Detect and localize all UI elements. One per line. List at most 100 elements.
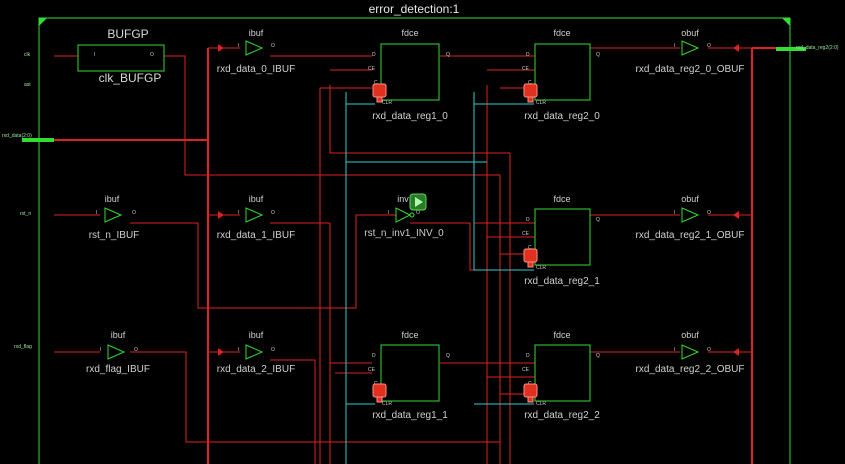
fdce-reg1-0[interactable]: fdce D CE C Q CLR rxd_data_reg1_0 — [368, 28, 450, 122]
svg-text:clk_BUFGP: clk_BUFGP — [99, 71, 162, 85]
fdce-reg1-1[interactable]: fdce D CE C Q CLR rxd_data_reg1_1 — [368, 330, 450, 421]
svg-text:D: D — [372, 52, 376, 58]
fdce-reg2-1[interactable]: fdce D CE C Q CLR rxd_data_reg2_1 — [522, 194, 600, 287]
svg-text:rxd_flag: rxd_flag — [14, 344, 32, 350]
input-port-rxd-flag[interactable]: rxd_flag — [14, 344, 32, 350]
svg-text:I: I — [94, 52, 95, 58]
svg-text:CE: CE — [368, 367, 376, 373]
bufgp-cell[interactable]: BUFGP I O clk_BUFGP — [77, 27, 165, 85]
svg-text:I: I — [238, 347, 239, 353]
svg-text:rxd_data_reg2(2:0): rxd_data_reg2(2:0) — [796, 45, 839, 51]
svg-text:fdce: fdce — [553, 28, 570, 38]
svg-text:rxd_data_reg2_2_OBUF: rxd_data_reg2_2_OBUF — [636, 364, 745, 375]
svg-text:rxd_data_reg2_1_OBUF: rxd_data_reg2_1_OBUF — [636, 230, 745, 241]
svg-text:I: I — [674, 210, 675, 216]
wires — [54, 47, 776, 464]
input-port-rst-n[interactable]: rst_n — [20, 211, 31, 217]
ibuf-rxd-flag[interactable]: ibuf I O rxd_flag_IBUF — [86, 330, 150, 375]
svg-text:CLR: CLR — [382, 401, 392, 407]
svg-text:rxd_data_reg1_1: rxd_data_reg1_1 — [372, 410, 448, 421]
svg-text:I: I — [96, 210, 97, 216]
svg-text:ast: ast — [24, 82, 31, 88]
svg-text:ibuf: ibuf — [111, 330, 126, 340]
svg-text:O: O — [271, 43, 275, 49]
svg-text:I: I — [674, 43, 675, 49]
svg-text:inv: inv — [397, 194, 409, 204]
svg-text:D: D — [372, 353, 376, 359]
svg-text:Q: Q — [446, 52, 450, 58]
svg-text:obuf: obuf — [681, 28, 699, 38]
svg-text:fdce: fdce — [553, 330, 570, 340]
svg-text:ibuf: ibuf — [105, 194, 120, 204]
obuf-reg2-0[interactable]: obuf I O rxd_data_reg2_0_OBUF — [636, 28, 745, 75]
svg-text:O: O — [132, 210, 136, 216]
svg-text:O: O — [416, 210, 420, 216]
svg-text:CLR: CLR — [536, 265, 546, 271]
svg-text:CE: CE — [522, 367, 530, 373]
svg-text:ibuf: ibuf — [249, 194, 264, 204]
ibuf-rxd-data-0[interactable]: ibuf I O rxd_data_0_IBUF — [217, 28, 295, 75]
input-port-ast[interactable]: ast — [24, 82, 31, 88]
svg-text:obuf: obuf — [681, 194, 699, 204]
obuf-reg2-2[interactable]: obuf I O rxd_data_reg2_2_OBUF — [636, 330, 745, 375]
ibuf-rxd-data-2[interactable]: ibuf I O rxd_data_2_IBUF — [217, 330, 295, 375]
svg-text:I: I — [388, 210, 389, 216]
svg-text:O: O — [707, 210, 711, 216]
svg-text:CLR: CLR — [382, 100, 392, 106]
svg-text:rxd_data_1_IBUF: rxd_data_1_IBUF — [217, 230, 295, 241]
fdce-reg2-0[interactable]: fdce D CE C Q CLR rxd_data_reg2_0 — [522, 28, 600, 122]
svg-text:I: I — [238, 43, 239, 49]
flag-marker-icon — [372, 83, 387, 103]
svg-text:fdce: fdce — [401, 28, 418, 38]
obuf-reg2-1[interactable]: obuf I O rxd_data_reg2_1_OBUF — [636, 194, 745, 241]
module-frame — [38, 17, 791, 464]
svg-text:BUFGP: BUFGP — [107, 27, 148, 41]
svg-text:Q: Q — [596, 353, 600, 359]
svg-text:C: C — [528, 245, 532, 251]
input-port-clk[interactable]: clk — [24, 52, 31, 58]
fdce-reg2-2[interactable]: fdce D CE C Q CLR rxd_data_reg2_2 — [522, 330, 600, 421]
svg-text:rxd_data_reg2_2: rxd_data_reg2_2 — [524, 410, 600, 421]
svg-text:rxd_data(2:0): rxd_data(2:0) — [2, 133, 32, 139]
svg-text:CE: CE — [368, 66, 376, 72]
svg-text:rxd_data_reg2_1: rxd_data_reg2_1 — [524, 276, 600, 287]
svg-text:I: I — [674, 347, 675, 353]
ibuf-rst-n[interactable]: ibuf I O rst_n_IBUF — [89, 194, 140, 241]
svg-text:O: O — [150, 52, 154, 58]
svg-text:ibuf: ibuf — [249, 28, 264, 38]
svg-text:O: O — [271, 210, 275, 216]
svg-text:I: I — [100, 347, 101, 353]
marker-icons[interactable] — [372, 83, 538, 403]
svg-text:fdce: fdce — [553, 194, 570, 204]
svg-text:Q: Q — [446, 353, 450, 359]
svg-text:O: O — [707, 43, 711, 49]
ibuf-rxd-data-1[interactable]: ibuf I O rxd_data_1_IBUF — [217, 194, 295, 241]
svg-text:D: D — [526, 52, 530, 58]
probe-icon[interactable] — [409, 193, 427, 211]
wire-arrows — [218, 44, 739, 356]
svg-text:rxd_flag_IBUF: rxd_flag_IBUF — [86, 364, 150, 375]
input-port-rxd-data-bus[interactable]: rxd_data(2:0) — [2, 133, 54, 142]
svg-text:ibuf: ibuf — [249, 330, 264, 340]
module-title: error_detection:1 — [369, 2, 460, 16]
svg-text:CE: CE — [522, 231, 530, 237]
svg-text:rxd_data_reg1_0: rxd_data_reg1_0 — [372, 111, 448, 122]
svg-text:rxd_data_2_IBUF: rxd_data_2_IBUF — [217, 364, 295, 375]
svg-text:CE: CE — [522, 66, 530, 72]
output-port-rxd-data-reg2[interactable]: rxd_data_reg2(2:0) — [776, 45, 839, 51]
svg-text:D: D — [526, 353, 530, 359]
svg-text:rxd_data_reg2_0_OBUF: rxd_data_reg2_0_OBUF — [636, 64, 745, 75]
svg-text:rst_n: rst_n — [20, 211, 31, 217]
flag-marker-icon — [372, 383, 387, 403]
svg-text:O: O — [271, 347, 275, 353]
svg-text:obuf: obuf — [681, 330, 699, 340]
flag-marker-icon — [523, 248, 538, 268]
svg-text:CLR: CLR — [536, 100, 546, 106]
svg-text:fdce: fdce — [401, 330, 418, 340]
inverter-cell[interactable]: inv I O rst_n_inv1_INV_0 — [364, 194, 444, 239]
svg-text:clk: clk — [24, 52, 31, 58]
svg-text:C: C — [374, 80, 378, 86]
svg-text:O: O — [134, 347, 138, 353]
svg-text:rxd_data_0_IBUF: rxd_data_0_IBUF — [217, 64, 295, 75]
